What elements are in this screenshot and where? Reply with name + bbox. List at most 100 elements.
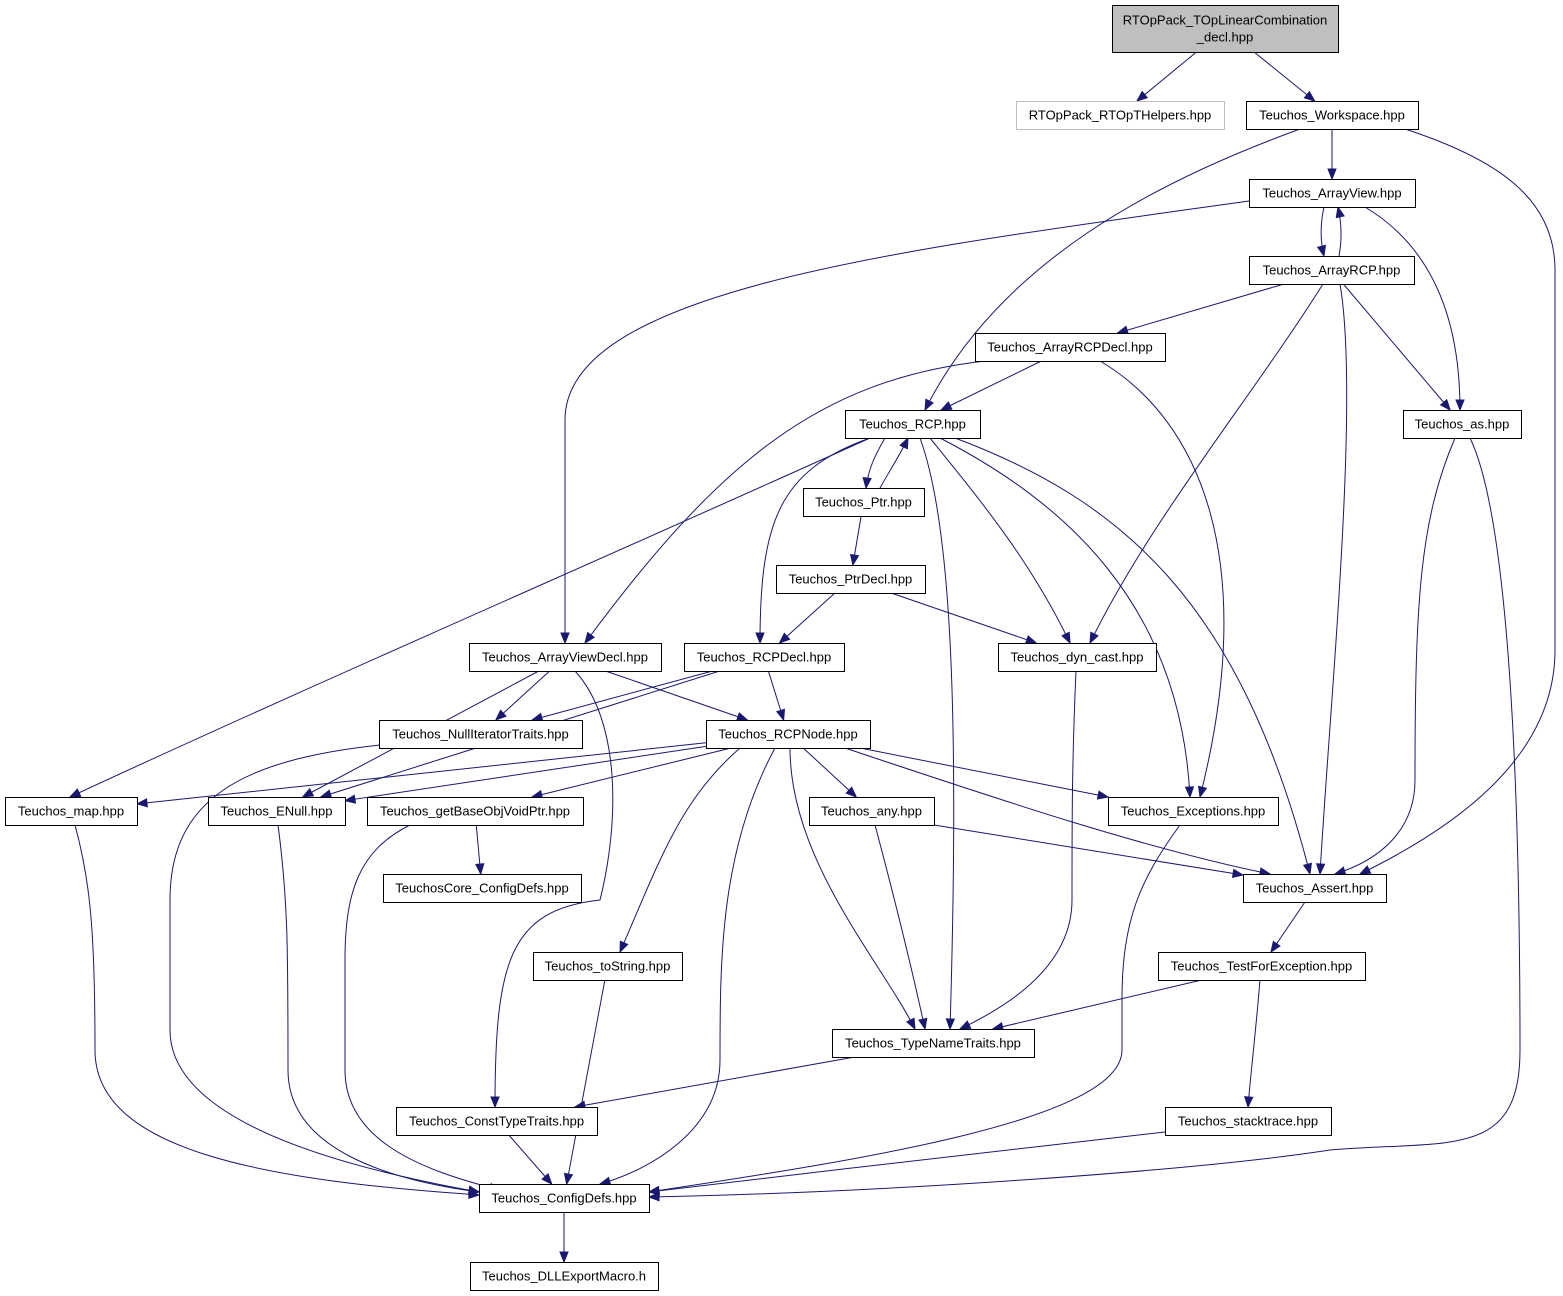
node-arrayrcp[interactable]: Teuchos_ArrayRCP.hpp [1249,256,1415,285]
node-rcpnode[interactable]: Teuchos_RCPNode.hpp [706,720,871,749]
node-tostring[interactable]: Teuchos_toString.hpp [533,952,683,981]
edge-workspace-to-rcp [924,128,1301,411]
node-rcpdecl[interactable]: Teuchos_RCPDecl.hpp [684,643,845,672]
node-box-ptr [803,488,925,517]
arrowhead-any-to-assert [1231,868,1245,879]
node-box-dyncast [998,643,1157,672]
node-box-rcpdecl [684,643,845,672]
node-map[interactable]: Teuchos_map.hpp [5,797,138,826]
node-workspace[interactable]: Teuchos_Workspace.hpp [1246,101,1419,130]
edge-workspace-to-assert [1359,128,1556,875]
node-consttype[interactable]: Teuchos_ConstTypeTraits.hpp [396,1107,598,1136]
edge-arrayview-to-arrayviewdecl [564,200,1250,643]
node-box-root [1112,5,1339,53]
arrowhead-ptrdecl-to-rcpdecl [778,632,791,644]
node-box-stacktrace [1165,1107,1332,1136]
arrowhead-as-to-assert [1333,866,1347,876]
edge-rcpnode-to-exceptions [859,747,1109,798]
node-label-map: Teuchos_map.hpp [18,804,124,819]
arrowhead-rcp-to-assert [1302,862,1312,876]
node-rcp[interactable]: Teuchos_RCP.hpp [845,410,981,439]
node-helpers[interactable]: RTOpPack_RTOpTHelpers.hpp [1016,101,1225,130]
arrowhead-ptr-to-ptrdecl [849,553,860,567]
node-label-testforexc: Teuchos_TestForException.hpp [1171,959,1352,974]
arrowhead-arrayrcpdecl-to-exceptions [1197,785,1208,799]
arrowhead-arrayviewdecl-to-nulliter [494,709,507,721]
arrowhead-rcpnode-to-tostring [619,940,629,954]
arrowhead-arrayview-to-arrayviewdecl [560,632,570,645]
node-arrayrcpdecl[interactable]: Teuchos_ArrayRCPDecl.hpp [975,333,1166,362]
node-label-stacktrace: Teuchos_stacktrace.hpp [1178,1114,1318,1129]
arrowhead-rcp-to-dyncast [1061,631,1071,645]
node-layer: RTOpPack_TOpLinearCombination_decl.hppRT… [5,5,1522,1291]
node-getbase[interactable]: Teuchos_getBaseObjVoidPtr.hpp [367,797,584,826]
arrowhead-rcpnode-to-enull [343,794,357,804]
node-label-configdefs: Teuchos_ConfigDefs.hpp [491,1191,636,1206]
edge-as-to-assert [1334,437,1456,875]
arrowhead-rcpdecl-to-enull [319,789,333,799]
node-label-ptrdecl: Teuchos_PtrDecl.hpp [789,572,913,587]
node-ptr[interactable]: Teuchos_Ptr.hpp [803,488,925,517]
edge-arrayviewdecl-to-consttype [494,670,614,1108]
node-label-rcpnode: Teuchos_RCPNode.hpp [718,727,857,742]
node-box-enull [208,797,346,826]
node-label-dllexport: Teuchos_DLLExportMacro.h [482,1269,646,1284]
node-box-assert [1243,874,1387,903]
node-any[interactable]: Teuchos_any.hpp [809,797,935,826]
node-label-typename: Teuchos_TypeNameTraits.hpp [845,1036,1021,1051]
arrowhead-rcp-to-typename [945,1018,956,1031]
node-label-root-2: _decl.hpp [1196,30,1253,45]
node-box-getbase [367,797,584,826]
node-label-arrayrcp: Teuchos_ArrayRCP.hpp [1263,263,1401,278]
edge-arrayrcpdecl-to-arrayviewdecl [584,360,986,644]
arrowhead-rcp-to-map [68,788,82,798]
node-coreconfig[interactable]: TeuchosCore_ConfigDefs.hpp [383,874,582,903]
node-typename[interactable]: Teuchos_TypeNameTraits.hpp [832,1029,1035,1058]
arrowhead-rcpnode-to-typename [906,1017,916,1031]
arrowhead-arrayviewdecl-to-enull [301,787,315,798]
node-box-configdefs [479,1184,650,1213]
edge-stacktrace-to-configdefs [648,1131,1166,1193]
node-label-rcpdecl: Teuchos_RCPDecl.hpp [697,650,831,665]
node-label-workspace: Teuchos_Workspace.hpp [1259,108,1405,123]
node-box-workspace [1246,101,1419,130]
edge-rcpnode-to-enull [344,745,707,802]
node-box-consttype [396,1107,598,1136]
node-arrayviewdecl[interactable]: Teuchos_ArrayViewDecl.hpp [469,643,662,672]
node-stacktrace[interactable]: Teuchos_stacktrace.hpp [1165,1107,1332,1136]
arrowhead-getbase-to-coreconfig [475,863,485,876]
arrowhead-arrayrcp-to-assert [1315,863,1326,876]
node-ptrdecl[interactable]: Teuchos_PtrDecl.hpp [776,565,926,594]
arrowhead-rcp-to-ptr [862,477,872,490]
node-arrayview[interactable]: Teuchos_ArrayView.hpp [1249,179,1416,208]
node-label-getbase: Teuchos_getBaseObjVoidPtr.hpp [380,804,570,819]
node-dllexport[interactable]: Teuchos_DLLExportMacro.h [470,1262,659,1291]
node-nulliter[interactable]: Teuchos_NullIteratorTraits.hpp [379,720,583,749]
arrowhead-arrayrcp-to-arrayrcpdecl [1116,325,1129,335]
edge-rcp-to-rcpdecl [759,437,871,644]
node-box-as [1403,410,1522,439]
edge-root-to-helpers [1136,51,1197,102]
node-as[interactable]: Teuchos_as.hpp [1403,410,1522,439]
node-testforexc[interactable]: Teuchos_TestForException.hpp [1158,952,1366,981]
edge-tostring-to-configdefs [566,979,606,1185]
arrowhead-arrayrcpdecl-to-arrayviewdecl [584,631,596,645]
node-assert[interactable]: Teuchos_Assert.hpp [1243,874,1387,903]
node-exceptions[interactable]: Teuchos_Exceptions.hpp [1108,797,1279,826]
node-enull[interactable]: Teuchos_ENull.hpp [208,797,346,826]
arrowhead-workspace-to-arrayview [1327,168,1337,181]
node-dyncast[interactable]: Teuchos_dyn_cast.hpp [998,643,1157,672]
arrowhead-arrayrcp-to-as [1439,398,1452,412]
edge-map-to-configdefs [74,824,480,1196]
edge-rcpdecl-to-nulliter [531,670,713,721]
node-configdefs[interactable]: Teuchos_ConfigDefs.hpp [479,1184,650,1213]
arrowhead-root-to-helpers [1135,90,1149,102]
arrowhead-rcpdecl-to-rcpnode [775,708,786,722]
edge-rcp-to-typename [919,437,955,1030]
node-label-enull: Teuchos_ENull.hpp [220,804,332,819]
edge-arrayrcp-to-arrayrcpdecl [1117,283,1285,334]
node-box-testforexc [1158,952,1366,981]
node-label-consttype: Teuchos_ConstTypeTraits.hpp [409,1114,584,1129]
edge-exceptions-to-configdefs [648,824,1181,1193]
node-label-exceptions: Teuchos_Exceptions.hpp [1121,804,1266,819]
